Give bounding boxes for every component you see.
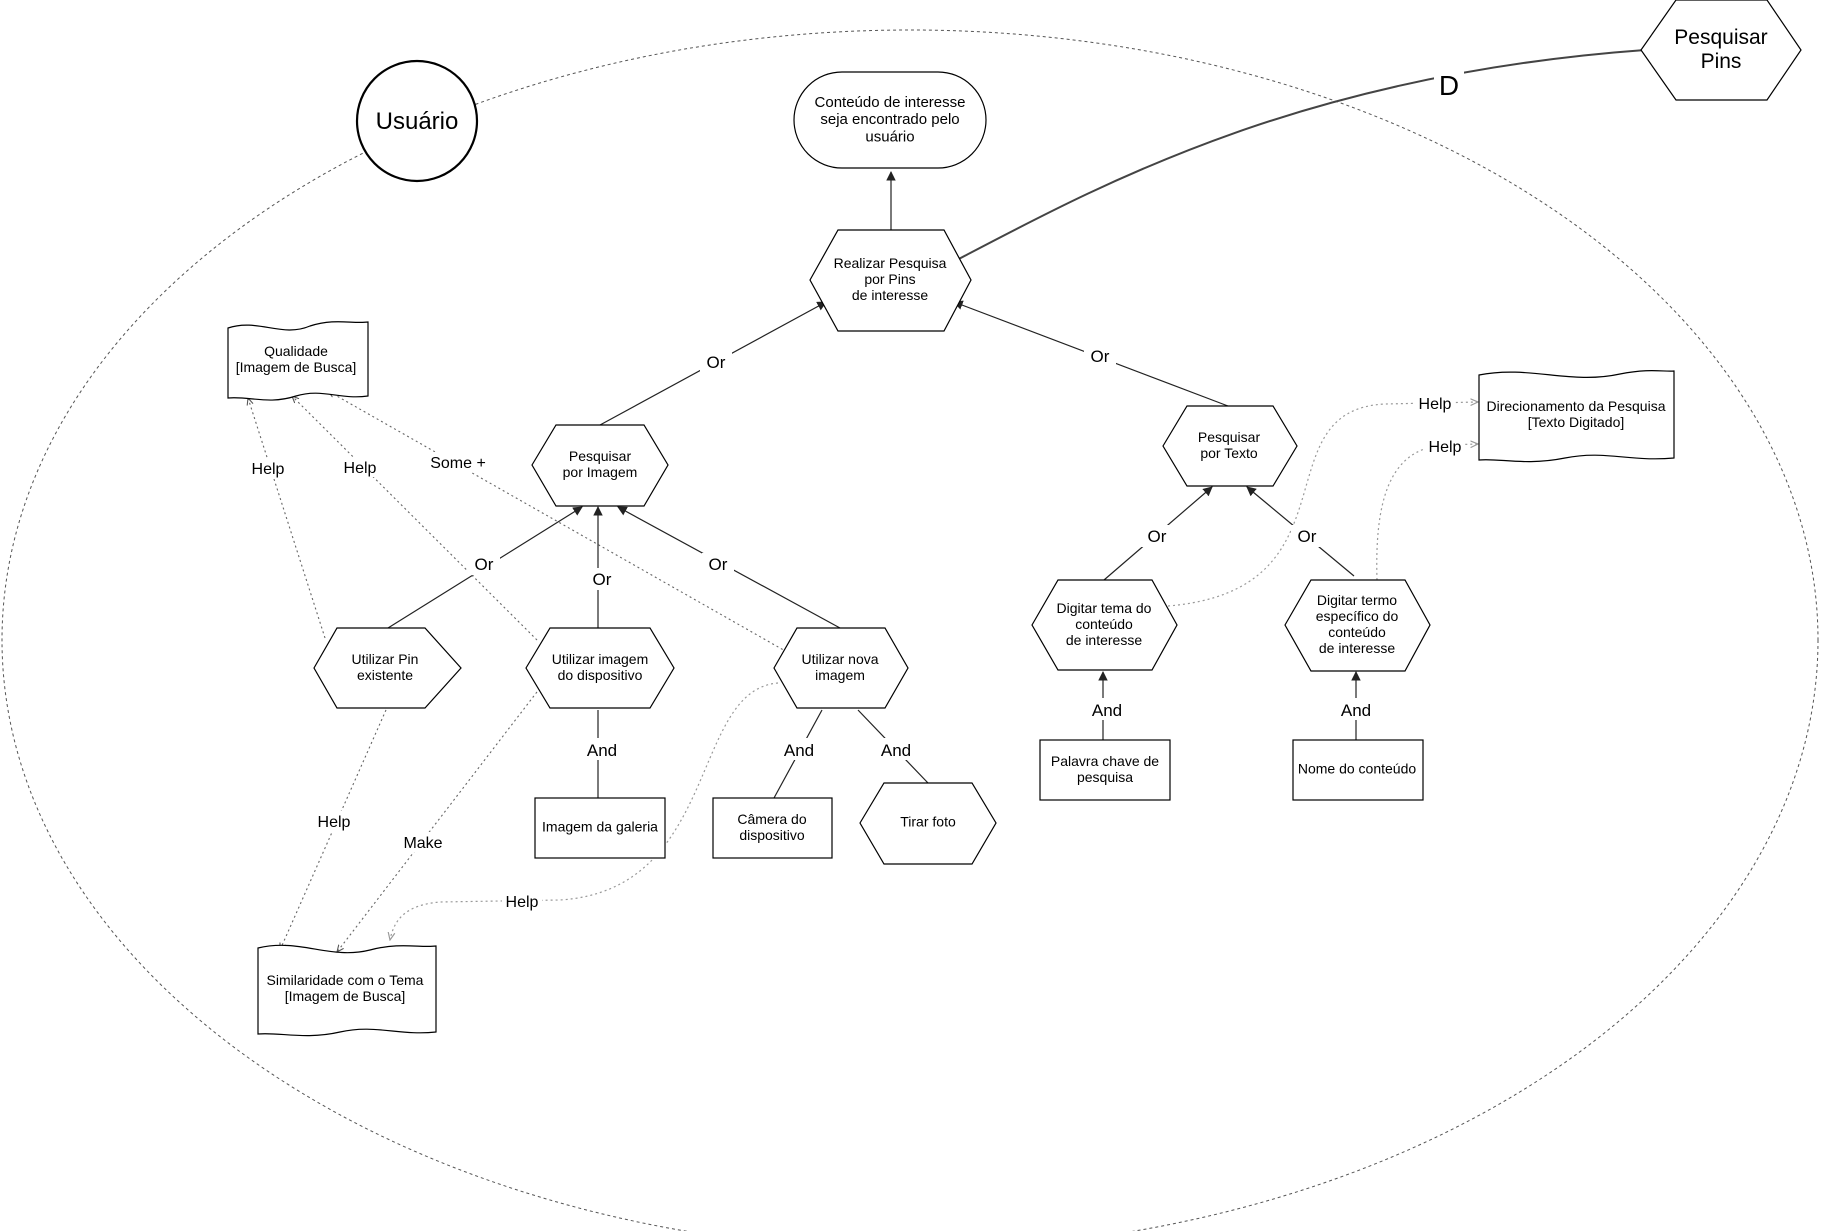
- label-help-nova-similaridade: Help: [506, 894, 539, 911]
- softgoal-similaridade-shape: [257, 944, 437, 1037]
- resource-galeria-label: Imagem da galeria: [542, 819, 658, 835]
- softgoal-qualidade-shape: [227, 321, 369, 401]
- goal-shape: [793, 71, 987, 169]
- resource-nome-conteudo-shape: [1292, 739, 1424, 801]
- actor-circle: [355, 59, 479, 183]
- help-link-pin-qualidade: [248, 398, 326, 639]
- resource-palavra-chave-shape: [1039, 739, 1171, 801]
- label-some-plus: Some +: [430, 455, 486, 472]
- softgoal-direcionamento-shape: [1478, 370, 1675, 463]
- task-por-imagem-shape: [531, 424, 669, 507]
- task-por-texto-shape: [1162, 405, 1298, 487]
- label-or-pin-existente: Or: [475, 555, 494, 574]
- label-or-nova-imagem: Or: [709, 555, 728, 574]
- resource-imagem-galeria[interactable]: Imagem da galeria: [534, 797, 666, 859]
- label-or-tema: Or: [1148, 527, 1167, 546]
- actor-pesquisar-pins-shape: [1640, 0, 1802, 101]
- label-and-nome-conteudo: And: [1341, 701, 1371, 720]
- label-and-palavra-chave: And: [1092, 701, 1122, 720]
- label-or-imagem-dispositivo: Or: [593, 570, 612, 589]
- softgoal-similaridade[interactable]: Similaridade com o Tema[Imagem de Busca]: [257, 944, 437, 1037]
- label-help-dispositivo-qualidade: Help: [344, 460, 377, 477]
- actor-usuario[interactable]: Usuário: [355, 59, 479, 183]
- task-tirar-foto[interactable]: Tirar foto: [859, 782, 997, 865]
- label-make: Make: [403, 835, 442, 852]
- resource-galeria-shape: [534, 797, 666, 859]
- label-or-texto: Or: [1091, 347, 1110, 366]
- task-imagem-dispositivo-shape: [525, 627, 675, 709]
- softgoal-direcionamento[interactable]: Direcionamento da Pesquisa[Texto Digitad…: [1478, 370, 1675, 463]
- task-tirar-foto-label: Tirar foto: [900, 814, 956, 830]
- help-link-tema-direcionamento: [1167, 402, 1478, 607]
- label-help-tema: Help: [1419, 396, 1452, 413]
- label-help-termo: Help: [1429, 439, 1462, 456]
- softgoal-qualidade-label: Qualidade[Imagem de Busca]: [236, 343, 357, 375]
- help-link-dispositivo-qualidade: [292, 396, 538, 641]
- task-tirar-foto-shape: [859, 782, 997, 865]
- softgoal-similaridade-label: Similaridade com o Tema[Imagem de Busca]: [267, 972, 424, 1004]
- make-link-dispositivo-similaridade: [337, 687, 541, 952]
- label-help-pin-similaridade: Help: [318, 814, 351, 831]
- task-realizar-shape: [809, 229, 972, 332]
- task-nova-imagem-shape: [773, 627, 909, 709]
- help-link-termo-direcionamento: [1376, 444, 1478, 581]
- label-help-pin-qualidade: Help: [252, 461, 285, 478]
- task-pin-existente-shape: [313, 627, 462, 709]
- actor-boundary: [1, 29, 1819, 1231]
- softgoal-qualidade[interactable]: Qualidade[Imagem de Busca]: [227, 321, 369, 401]
- resource-nome-conteudo-label: Nome do conteúdo: [1298, 761, 1417, 777]
- softgoal-direcionamento-label: Direcionamento da Pesquisa[Texto Digitad…: [1487, 398, 1666, 430]
- dependency-label: D: [1439, 70, 1459, 101]
- dependency-link: [952, 49, 1646, 263]
- some-plus-link-nova-qualidade: [328, 391, 788, 653]
- label-or-imagem: Or: [707, 353, 726, 372]
- label-and-galeria: And: [587, 741, 617, 760]
- label-and-camera: And: [784, 741, 814, 760]
- task-tema-shape: [1031, 579, 1178, 671]
- label-and-tirar-foto: And: [881, 741, 911, 760]
- help-link-nova-similaridade: [390, 682, 779, 940]
- resource-nome-conteudo[interactable]: Nome do conteúdo: [1292, 739, 1424, 801]
- task-termo-shape: [1284, 579, 1431, 672]
- resource-camera-shape: [712, 797, 833, 859]
- label-or-termo: Or: [1298, 527, 1317, 546]
- actor-usuario-label: Usuário: [376, 108, 459, 135]
